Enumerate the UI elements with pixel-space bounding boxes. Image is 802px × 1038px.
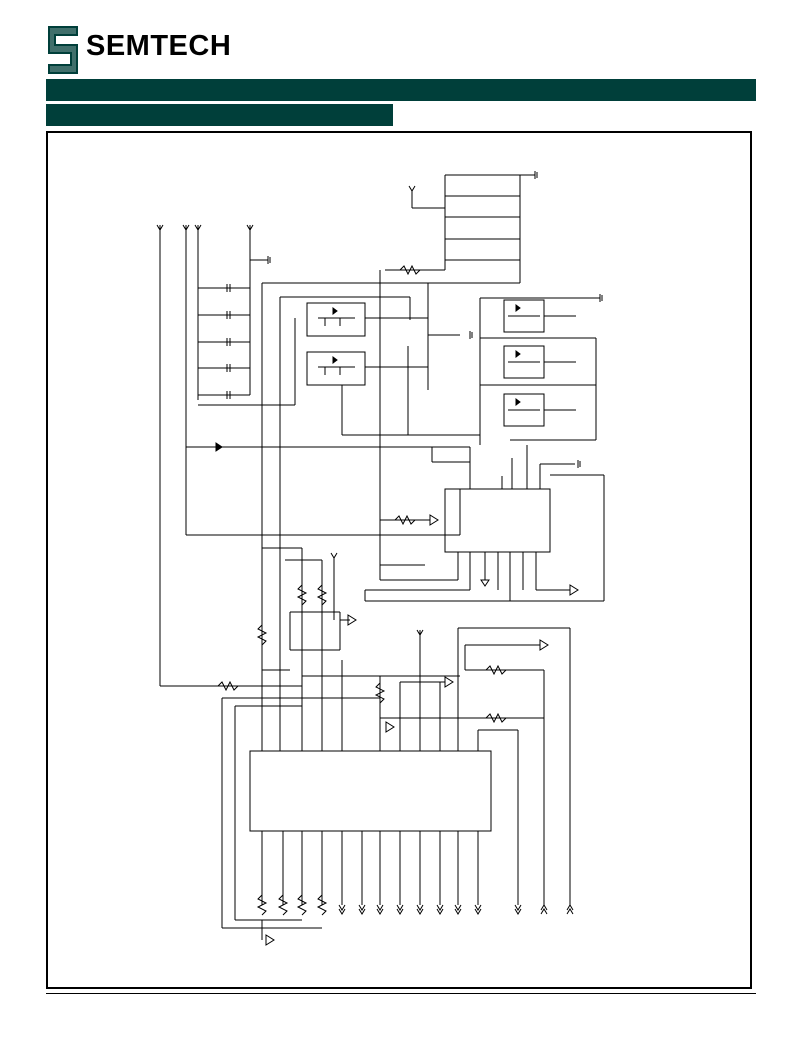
mosfet-right-1 [503,299,545,333]
bottom-terminals [156,185,574,915]
schematic-frame [46,131,752,989]
controller-ic [249,750,492,832]
capacitor-bank-top [262,174,535,284]
ground-symbols [267,171,603,733]
feedback-network [379,627,571,905]
footer-rule [46,993,756,994]
header-bar-wide [46,79,756,101]
power-stage-wiring [186,270,600,751]
compensation-network [160,547,460,928]
semtech-s-logo-icon [48,26,78,74]
mosfet-left-1 [306,302,366,337]
driver-ic-wiring [364,445,605,602]
input-rails [159,225,268,686]
semtech-logo [46,24,286,76]
header-bar-short [46,104,393,126]
resistors [217,264,507,916]
mosfet-right-2 [503,345,545,379]
controller-bottom-pins [222,831,479,946]
mosfet-right-3 [503,393,545,427]
mosfet-left-2 [306,351,366,386]
driver-ic [444,488,551,553]
brand-name: SEMTECH [86,30,232,62]
